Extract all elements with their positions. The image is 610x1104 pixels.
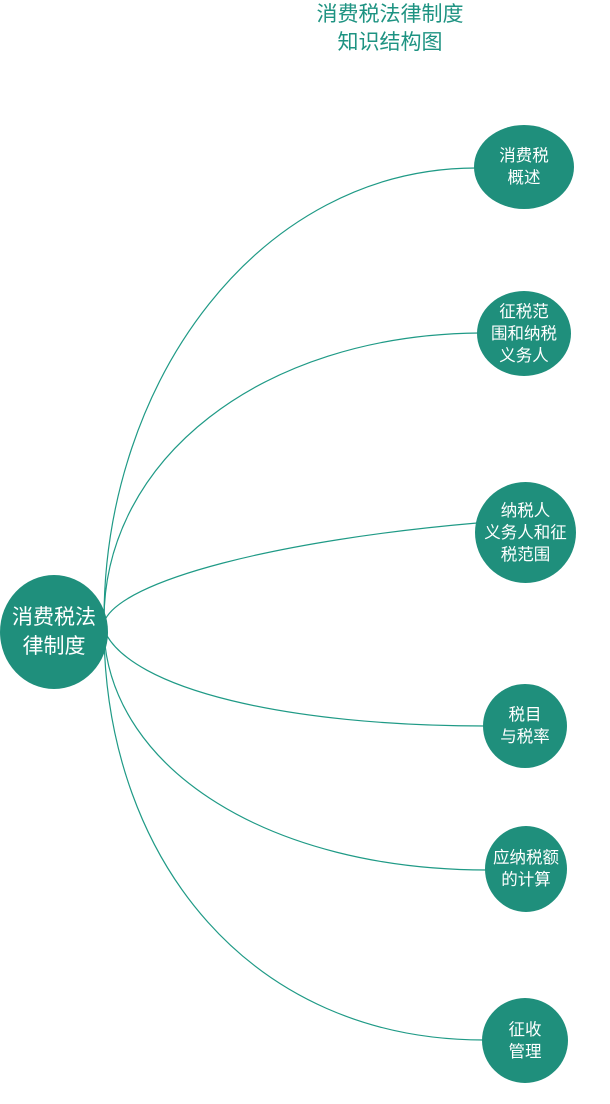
child-node-label-line: 围和纳税 <box>491 323 557 343</box>
child-node-label-line: 概述 <box>507 168 541 187</box>
child-node-tax-calculation[interactable]: 应纳税额 的计算 <box>485 826 567 912</box>
root-node[interactable]: 消费税法 律制度 <box>0 575 108 689</box>
root-node-line-2: 律制度 <box>22 634 86 658</box>
child-node-label-line: 消费税 <box>499 146 549 165</box>
diagram-title: 消费税法律制度 知识结构图 <box>240 0 540 56</box>
connector-root-to-scope-taxpayer <box>103 332 480 621</box>
connector-root-to-collection <box>103 635 485 1041</box>
child-node-label-line: 税目 <box>508 705 542 724</box>
child-node-label-line: 税范围 <box>500 544 551 564</box>
connector-root-to-items-rates <box>103 629 486 727</box>
root-node-line-1: 消费税法 <box>12 605 96 629</box>
child-node-items-and-rates[interactable]: 税目 与税率 <box>483 684 567 768</box>
child-node-label-line: 应纳税额 <box>493 848 559 867</box>
child-node-label-line: 征税范 <box>499 301 549 321</box>
title-line-1: 消费税法律制度 <box>316 2 464 26</box>
child-node-label-line: 纳税人 <box>500 500 551 520</box>
child-node-label-line: 管理 <box>508 1041 542 1061</box>
connector-root-to-calculation <box>103 633 488 871</box>
connector-root-to-taxpayer-scope <box>103 522 478 623</box>
child-node-label-line: 义务人和征 <box>484 522 567 542</box>
title-line-2: 知识结构图 <box>337 30 443 54</box>
child-node-taxpayer-and-scope[interactable]: 纳税人 义务人和征 税范围 <box>475 482 576 583</box>
child-node-collection-management[interactable]: 征收 管理 <box>482 998 568 1083</box>
child-node-overview[interactable]: 消费税 概述 <box>474 125 574 209</box>
child-node-label-line: 的计算 <box>501 870 551 889</box>
child-node-label-line: 义务人 <box>499 345 549 365</box>
child-node-label-line: 与税率 <box>500 727 550 746</box>
child-node-scope-and-taxpayer[interactable]: 征税范 围和纳税 义务人 <box>477 291 571 376</box>
connector-root-to-overview <box>103 167 477 621</box>
child-node-label-line: 征收 <box>508 1019 542 1039</box>
